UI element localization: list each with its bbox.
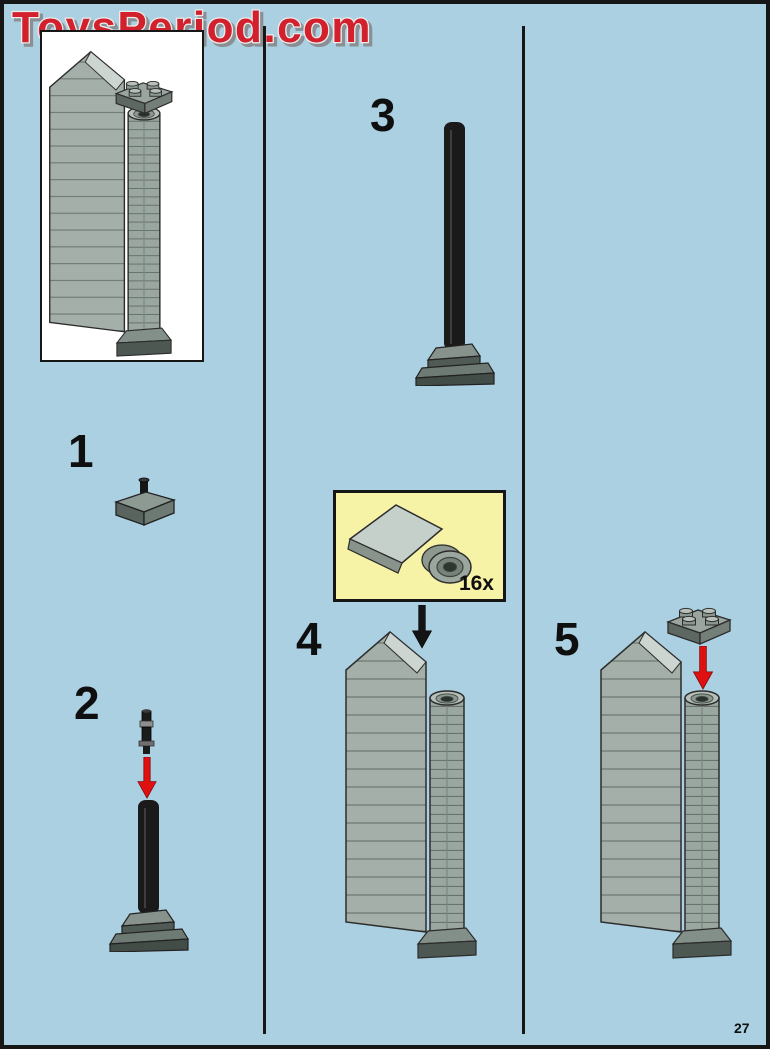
- tall-black-bar-on-base-image: [415, 122, 495, 386]
- step-5-number: 5: [554, 613, 580, 665]
- plate-with-pin-image: [114, 477, 177, 526]
- step-4-number: 4: [296, 613, 322, 665]
- parts-callout: 16x: [333, 490, 506, 602]
- tower-step5-image: [600, 631, 732, 959]
- tower-step4-image: [345, 631, 477, 959]
- connector-part-image: [138, 709, 155, 754]
- cone-part-image: [347, 504, 472, 584]
- column-divider-left: [263, 26, 266, 1034]
- step-2-number: 2: [74, 677, 100, 729]
- assembly-preview-box: [40, 30, 204, 362]
- assembled-tower-image: [49, 51, 173, 357]
- step-3-number: 3: [370, 89, 396, 141]
- red-arrow-down-icon: [137, 757, 157, 799]
- page-number: 27: [734, 1020, 750, 1036]
- short-black-bar-on-base-image: [109, 800, 189, 952]
- part-count-label: 16x: [458, 572, 494, 595]
- column-divider-right: [522, 26, 525, 1034]
- step-1-number: 1: [68, 425, 94, 477]
